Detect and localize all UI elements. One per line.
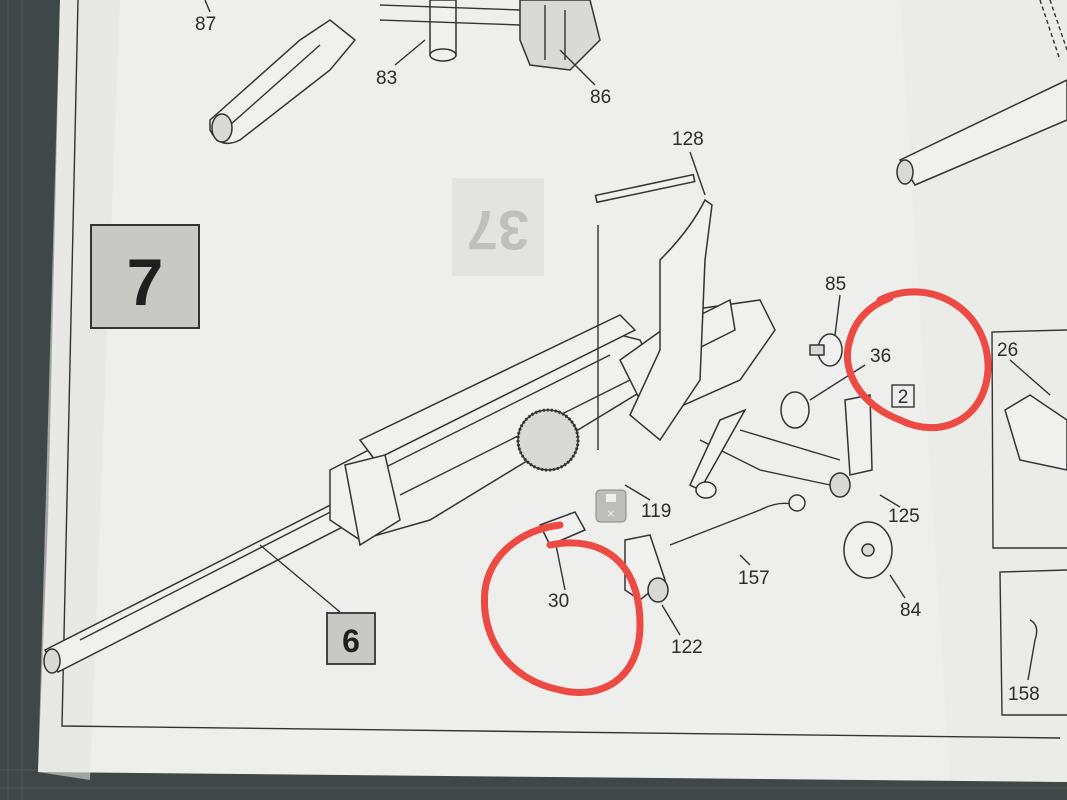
part-label-86: 86 — [590, 87, 611, 108]
part-label-125: 125 — [888, 506, 920, 527]
part-label-84: 84 — [900, 600, 922, 621]
previous-step-assembly — [209, 0, 601, 145]
highlight-circle-30 — [480, 521, 644, 696]
part-label-87: 87 — [195, 14, 216, 35]
top-right-barrel — [896, 0, 1067, 186]
part-label-119: 119 — [641, 501, 671, 522]
red-highlight-circles — [480, 288, 992, 696]
svg-text:37: 37 — [467, 199, 529, 262]
svg-text:×: × — [607, 505, 615, 521]
part-labels: 87 83 86 128 85 36 26 119 125 157 84 30 … — [195, 14, 1040, 705]
svg-text:6: 6 — [342, 623, 360, 659]
right-inset-frames — [991, 329, 1067, 716]
part-label-128: 128 — [672, 129, 704, 150]
part-label-85: 85 — [825, 274, 846, 295]
leader-lines — [555, 151, 1051, 681]
part-label-30: 30 — [548, 591, 569, 612]
machine-gun-assembly — [43, 173, 776, 674]
small-number-box: 2 — [891, 384, 915, 408]
part-label-157: 157 — [738, 568, 770, 589]
svg-text:2: 2 — [898, 387, 909, 408]
step-number: 7 — [127, 245, 164, 319]
part-label-36: 36 — [870, 346, 891, 367]
part-label-83: 83 — [376, 68, 397, 89]
step-number-box: 7 — [90, 224, 200, 329]
page-border — [61, 0, 1061, 739]
highlight-circle-36 — [843, 288, 992, 432]
do-not-glue-icon: × — [595, 489, 627, 523]
part-label-158: 158 — [1008, 684, 1040, 705]
exploded-parts — [538, 333, 893, 603]
part-label-122: 122 — [671, 637, 703, 658]
part-label-26: 26 — [997, 340, 1018, 361]
sub-assembly-box: 6 — [326, 612, 376, 665]
watermark-box: 37 — [452, 178, 544, 276]
